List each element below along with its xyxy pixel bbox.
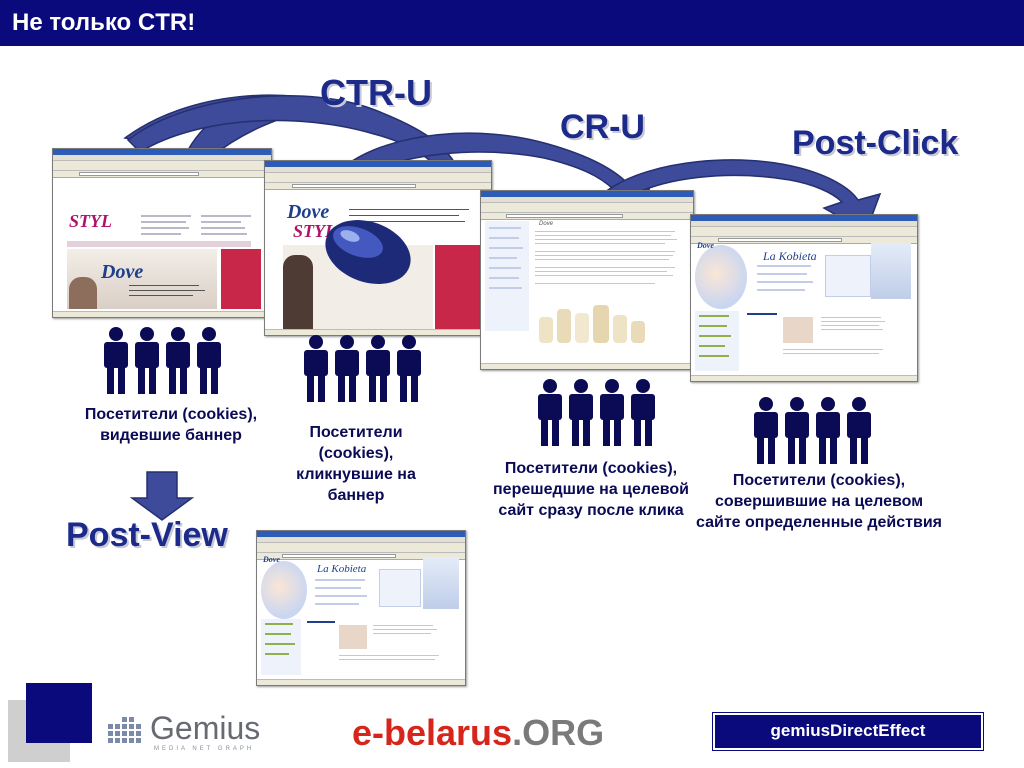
slide-title: Не только CTR!	[12, 9, 196, 36]
gemius-logo: Gemius MEDIA NET GRAPH	[106, 710, 276, 756]
person-icon	[135, 327, 159, 394]
person-icon	[600, 379, 624, 446]
person-icon	[366, 335, 390, 402]
caption-saw-banner: Посетители (cookies), видевшие баннер	[84, 406, 258, 444]
label-post-click: Post-Click	[792, 124, 959, 162]
ebelarus-main: e-belarus	[352, 712, 513, 753]
person-icon	[785, 397, 809, 464]
person-icon	[197, 327, 221, 394]
computer-mouse-image	[325, 220, 411, 284]
people-group-performed-actions	[754, 397, 871, 464]
person-icon	[816, 397, 840, 464]
footer-decor-square-blue	[26, 683, 92, 743]
arrow-down-post-view	[129, 471, 195, 521]
ebelarus-logo: e-belarus.ORG	[352, 712, 604, 754]
gemius-tagline: MEDIA NET GRAPH	[154, 746, 255, 752]
badge-label: gemiusDirectEffect	[770, 721, 926, 740]
caption-clicked-banner: Посетители (cookies), кликнувшие на банн…	[296, 424, 416, 504]
screenshot-banner-page: STYL Dove	[52, 148, 272, 318]
person-icon	[166, 327, 190, 394]
person-icon	[538, 379, 562, 446]
person-icon	[569, 379, 593, 446]
gemius-direct-effect-badge: gemiusDirectEffect	[712, 712, 984, 751]
screenshot-post-view-page: Dove La Kobieta	[256, 530, 466, 686]
label-cr-u: CR-U	[560, 108, 645, 146]
people-group-saw-banner	[104, 327, 221, 394]
person-icon	[847, 397, 871, 464]
dove-banner: Dove	[67, 249, 217, 309]
arrow-post-click	[606, 159, 882, 234]
person-icon	[104, 327, 128, 394]
ebelarus-suffix: .ORG	[512, 712, 605, 753]
screenshot-action-page: Dove La Kobieta	[690, 214, 918, 382]
title-bar: Не только CTR!	[0, 0, 1024, 46]
person-icon	[304, 335, 328, 402]
dove-styl-logo: Dove STYL	[287, 201, 336, 241]
label-ctr-u: CTR-U	[320, 72, 432, 113]
dove-products	[539, 303, 669, 343]
label-post-view: Post-View	[66, 516, 228, 554]
person-icon	[631, 379, 655, 446]
caption-went-to-site: Посетители (cookies), перешедшие на целе…	[493, 460, 689, 519]
person-icon	[397, 335, 421, 402]
people-group-clicked	[304, 335, 421, 402]
gemius-dots-icon	[108, 717, 141, 743]
person-icon	[754, 397, 778, 464]
people-group-went-to-site	[538, 379, 655, 446]
person-icon	[335, 335, 359, 402]
tstyl-logo: STYL	[69, 211, 112, 231]
screenshot-target-site: Dove	[480, 190, 694, 370]
gemius-name: Gemius	[150, 710, 261, 746]
caption-performed-actions: Посетители (cookies), совершившие на цел…	[696, 472, 942, 531]
